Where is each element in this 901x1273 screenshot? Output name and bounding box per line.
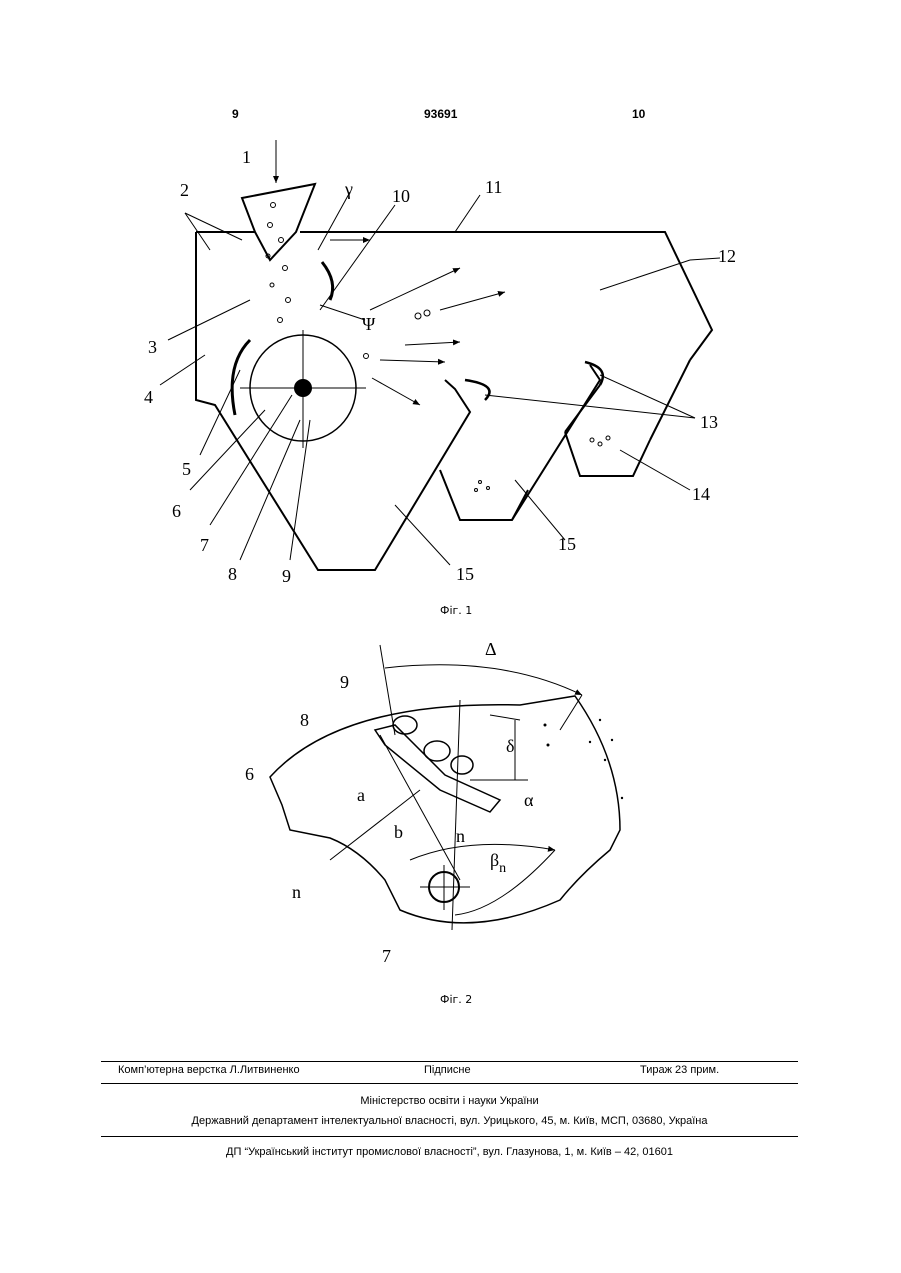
footer-circulation: Тираж 23 прим.	[640, 1064, 719, 1076]
footer-layout: Комп’ютерна верстка Л.Литвиненко	[118, 1064, 300, 1076]
label-beta-symbol: β	[490, 850, 499, 870]
label-psi: Ψ	[362, 314, 376, 334]
hopper-14	[565, 432, 650, 476]
label-b: b	[394, 822, 403, 842]
beta-arc	[410, 844, 555, 860]
footer-rule-1	[101, 1061, 798, 1062]
hopper-15	[440, 470, 528, 520]
label-12: 12	[718, 246, 736, 266]
label-3: 3	[148, 337, 157, 357]
label-14: 14	[692, 484, 710, 504]
label-13: 13	[700, 412, 718, 432]
footer-signed: Підписне	[424, 1064, 471, 1076]
delta-arc	[385, 665, 582, 695]
figure-1-caption: Фіг. 1	[440, 604, 472, 617]
label-8: 8	[228, 564, 237, 584]
label-beta: βn	[490, 850, 506, 876]
label-6-fig2: 6	[245, 764, 254, 784]
label-15-right: 15	[558, 534, 576, 554]
figure-1-labels: 1 2 γ 10 11 12 3 Ψ 4 13 5 14 6 7 15 8 9 …	[144, 147, 736, 586]
figure-2-drawing	[270, 645, 623, 930]
patent-drawings: 1 2 γ 10 11 12 3 Ψ 4 13 5 14 6 7 15 8 9 …	[0, 0, 901, 1030]
figure-2-caption: Фіг. 2	[440, 993, 472, 1006]
label-4: 4	[144, 387, 153, 407]
label-a: a	[357, 785, 365, 805]
hopper	[242, 184, 315, 260]
label-2: 2	[180, 180, 189, 200]
label-6: 6	[172, 501, 181, 521]
label-9: 9	[282, 566, 291, 586]
label-10: 10	[392, 186, 410, 206]
footer-rule-3	[101, 1136, 798, 1137]
label-delta: δ	[506, 736, 514, 756]
label-8-fig2: 8	[300, 710, 309, 730]
label-11: 11	[485, 177, 502, 197]
footer-department: Державний департамент інтелектуальної вл…	[101, 1115, 798, 1127]
label-alpha: α	[524, 790, 534, 810]
label-n-top: n	[456, 826, 465, 846]
label-beta-subscript: n	[499, 861, 506, 876]
label-gamma: γ	[344, 179, 353, 199]
footer-rule-2	[101, 1083, 798, 1084]
sector-outline	[270, 696, 620, 923]
label-7-fig2: 7	[382, 946, 391, 966]
label-15-bottom: 15	[456, 564, 474, 584]
blade-9	[375, 725, 500, 812]
label-n-left: n	[292, 882, 301, 902]
guard-5	[232, 340, 250, 415]
figure-1-drawing	[160, 140, 720, 570]
figure-2-labels: Δ 9 8 δ 6 a α b n βn n 7	[245, 639, 534, 966]
label-9-fig2: 9	[340, 672, 349, 692]
label-7: 7	[200, 535, 209, 555]
separator-13a	[465, 380, 490, 400]
label-delta-capital: Δ	[485, 639, 497, 659]
footer-ministry: Міністерство освіти і науки України	[101, 1095, 798, 1107]
footer-institute: ДП “Український інститут промислової вла…	[101, 1146, 798, 1158]
label-1: 1	[242, 147, 251, 167]
label-5: 5	[182, 459, 191, 479]
